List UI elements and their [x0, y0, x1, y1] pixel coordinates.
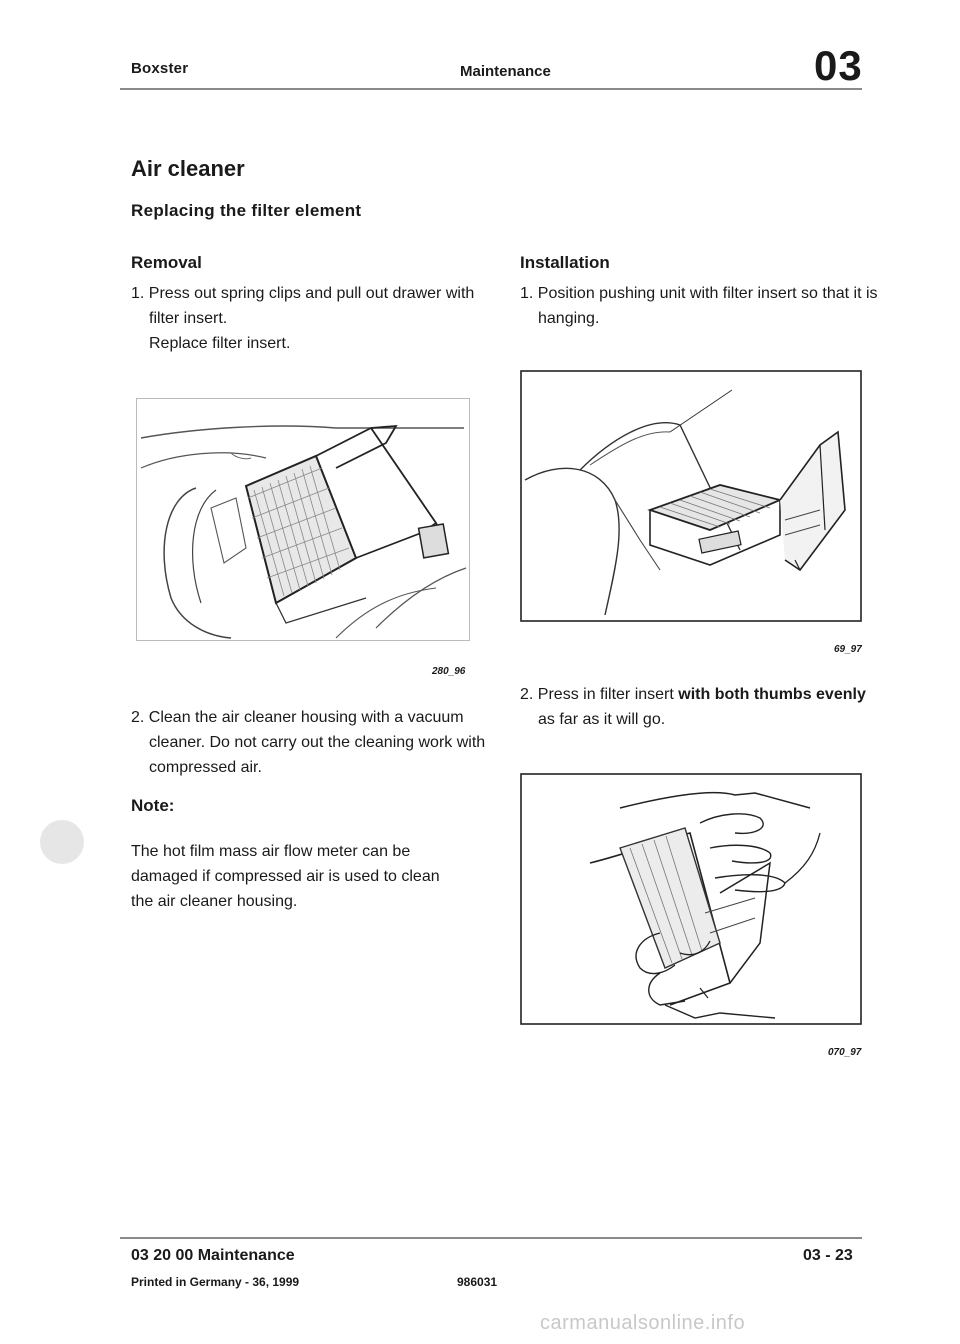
footer-doc-code: 986031 — [457, 1275, 498, 1289]
figure-installation-hanging — [520, 370, 862, 622]
installation-step-2: 2. Press in filter insert with both thum… — [520, 682, 878, 732]
watermark: carmanualsonline.info — [540, 1312, 746, 1334]
note-text: The hot film mass air flow meter can be … — [131, 843, 440, 910]
footer-printed: Printed in Germany - 36, 1999 — [131, 1275, 300, 1289]
footer-section-title: 03 20 00 Maintenance — [131, 1247, 295, 1264]
page-title: Air cleaner — [131, 156, 245, 181]
header-model: Boxster — [131, 60, 189, 77]
figure-removal-code: 280_96 — [432, 666, 466, 677]
page-subtitle: Replacing the filter element — [131, 201, 362, 220]
header-rule — [120, 88, 862, 90]
installation-step-1: 1. Position pushing unit with filter ins… — [520, 285, 878, 327]
installation-step-2-suffix: as far as it will go. — [538, 711, 666, 728]
removal-step-1-extra: Replace filter insert. — [149, 335, 291, 352]
header-section-number: 03 — [814, 42, 863, 89]
binder-hole — [40, 820, 84, 864]
figure-installation-thumbs-code: 070_97 — [828, 1047, 862, 1058]
footer-rule — [120, 1237, 862, 1239]
installation-step-2-emphasis: with both thumbs evenly — [678, 686, 866, 703]
removal-step-1: 1. Press out spring clips and pull out d… — [131, 285, 475, 327]
figure-installation-thumbs — [520, 773, 862, 1025]
figure-removal-drawer — [136, 398, 470, 641]
installation-step-2-prefix: 2. Press in filter insert — [520, 686, 679, 703]
installation-heading: Installation — [520, 253, 610, 272]
removal-step-2: 2. Clean the air cleaner housing with a … — [131, 709, 486, 776]
removal-heading: Removal — [131, 253, 202, 272]
footer-page-number: 03 - 23 — [803, 1247, 853, 1264]
header-category: Maintenance — [460, 63, 551, 80]
figure-installation-hanging-code: 69_97 — [834, 644, 862, 655]
note-heading: Note: — [131, 796, 175, 815]
